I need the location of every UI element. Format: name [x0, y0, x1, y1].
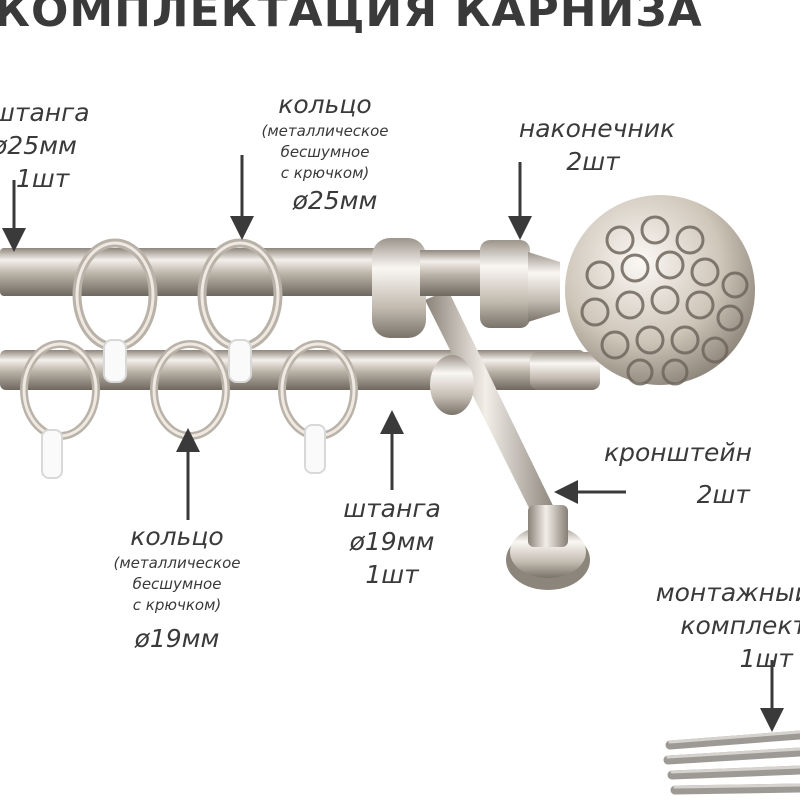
page-title: КОМПЛЕКТАЦИЯ КАРНИЗА	[0, 0, 703, 37]
bottom-rod-end-cap	[530, 352, 600, 390]
finial	[372, 195, 755, 386]
top-rings	[72, 238, 283, 383]
label-rod-bottom: штанга ø19мм 1шт	[322, 492, 462, 591]
top-rod	[0, 248, 400, 296]
rod-bottom-name: штанга	[343, 494, 441, 523]
finial-qty: 2шт	[566, 147, 620, 176]
callout-arrows	[2, 155, 784, 732]
ring-hook	[228, 339, 252, 383]
finial-name: наконечник	[518, 114, 676, 143]
bracket	[425, 290, 590, 590]
mounting-name-1: монтажный	[655, 578, 800, 607]
ring-top-size: ø25мм	[292, 186, 378, 215]
label-finial: наконечник 2шт	[502, 112, 692, 178]
ring-bottom-note-2: бесшумное	[132, 575, 222, 593]
label-bracket-qty: 2шт	[630, 478, 750, 511]
ring-bottom-name: кольцо	[130, 522, 224, 551]
bracket-qty: 2шт	[696, 480, 750, 509]
label-mounting: монтажный комплект 1шт	[636, 576, 800, 675]
ring-bottom-note-3: с крючком)	[132, 596, 222, 614]
ring-hook	[103, 339, 127, 383]
rod-top-name: штанга	[0, 98, 90, 127]
label-bracket: кронштейн	[588, 436, 768, 469]
rod-bottom-qty: 1шт	[365, 560, 419, 589]
label-rod-top: штанга ø25мм 1шт	[0, 96, 110, 195]
rod-top-size: ø25мм	[0, 131, 77, 160]
label-ring-bottom: кольцо (металлическое бесшумное с крючко…	[92, 520, 262, 655]
rod-top-qty: 1шт	[16, 164, 70, 193]
ring-top-name: кольцо	[278, 90, 372, 119]
mounting-name-2: комплект	[680, 611, 800, 640]
label-ring-top: кольцо (металлическое бесшумное с крючко…	[240, 88, 410, 217]
ring-top-note-1: (металлическое	[261, 122, 389, 140]
ring-bottom-size: ø19мм	[134, 624, 220, 653]
bracket-name: кронштейн	[603, 438, 753, 467]
rod-bottom-size: ø19мм	[349, 527, 435, 556]
ring-bottom-note-1: (металлическое	[113, 554, 241, 572]
mounting-kit-illustration	[663, 730, 800, 795]
mounting-qty: 1шт	[739, 644, 793, 673]
ring-top-note-3: с крючком)	[280, 164, 370, 182]
ring-top-note-2: бесшумное	[280, 143, 370, 161]
